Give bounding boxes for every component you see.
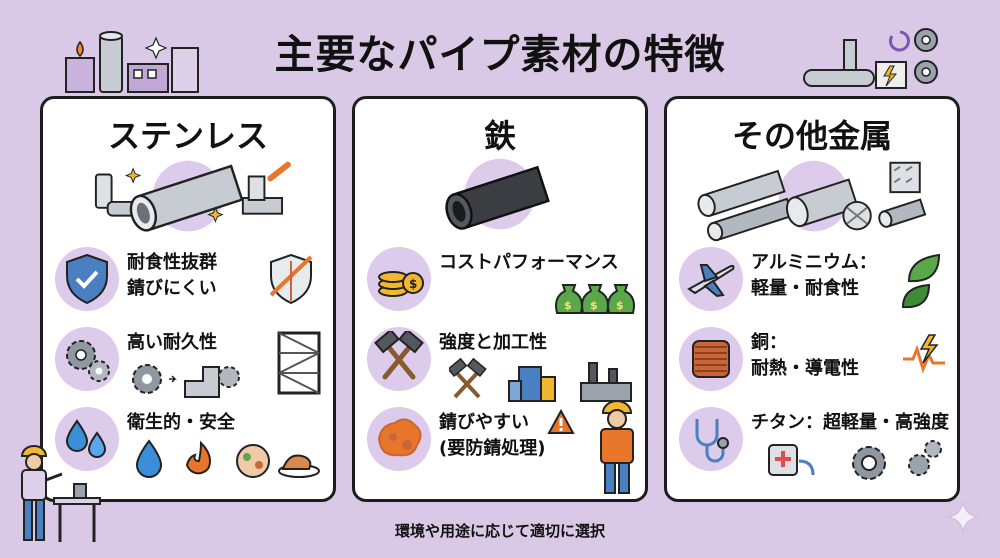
svg-text:$: $	[564, 299, 572, 312]
stethoscope-icon	[695, 419, 729, 463]
crossed-hammers-icon	[374, 331, 424, 380]
panel-stainless: ステンレス 耐食性抜群 錆びにくい	[40, 96, 336, 502]
worker-icon	[600, 400, 634, 494]
svg-text:$: $	[590, 299, 598, 312]
warning-icon	[547, 409, 575, 434]
pipe-fitting-icon	[132, 364, 240, 398]
row-label: チタン：超軽量・高強度	[751, 412, 949, 433]
gears-illustration-right	[803, 28, 938, 89]
iron-row-cost: $ コストパフォーマンス $ $ $	[365, 247, 641, 325]
steel-frame-icon	[277, 331, 321, 395]
money-bags-icon: $ $ $	[555, 284, 635, 314]
iron-row-strength: 強度と加工性	[365, 327, 641, 405]
medical-gear-icons	[768, 440, 942, 480]
stainless-row-hygiene: 衛生的・安全	[53, 407, 329, 485]
water-drops-icon	[65, 419, 107, 458]
other-row-aluminum: アルミニウム： 軽量・耐食性	[677, 247, 953, 325]
iron-row-rust: 錆びやすい (要防錆処理)	[365, 400, 641, 494]
coins-icon: $	[378, 271, 424, 297]
shield-check-icon	[66, 253, 108, 305]
row-label: 銅：	[751, 332, 787, 353]
row-label: コストパフォーマンス	[439, 252, 619, 273]
airplane-icon	[687, 264, 735, 298]
panel-title: 鉄	[483, 117, 516, 155]
factory-illustration-left	[65, 31, 199, 93]
food-safety-icons	[135, 439, 320, 478]
iron-pipe-hero-icon	[445, 158, 550, 230]
stainless-row-corrosion: 耐食性抜群 錆びにくい	[53, 247, 329, 325]
row-label: 強度と加工性	[439, 332, 547, 353]
svg-text:$: $	[616, 299, 624, 312]
page-title: 主要なパイプ素材の特徴	[274, 32, 726, 78]
row-sublabel: 錆びにくい	[127, 278, 217, 299]
row-label: アルミニウム：	[751, 252, 877, 273]
sparkle-icon	[947, 501, 979, 533]
broken-shield-icon	[269, 253, 313, 305]
footer-caption: 環境や用途に応じて適切に選択	[394, 522, 605, 540]
panel-other-metals: その他金属 アルミニウム： 軽量・耐食性	[664, 96, 960, 502]
stainless-pipe-hero-icon	[94, 160, 291, 232]
other-row-titanium: チタン：超軽量・高強度	[677, 407, 953, 485]
industrial-buildings-icon	[449, 357, 632, 402]
row-sublabel: (要防錆処理)	[439, 438, 546, 459]
leaves-icon	[901, 253, 941, 309]
row-label: 錆びやすい	[439, 412, 529, 433]
panel-title: ステンレス	[107, 117, 268, 155]
various-pipes-hero-icon	[697, 160, 927, 242]
panel-iron: 鉄 $ コストパフォーマンス $ $ $	[352, 96, 648, 502]
row-sublabel: 軽量・耐食性	[751, 278, 859, 299]
svg-text:$: $	[409, 277, 417, 291]
row-sublabel: 耐熱・導電性	[751, 358, 859, 379]
gears-icon	[66, 340, 110, 382]
row-label: 高い耐久性	[127, 332, 217, 353]
stainless-row-durability: 高い耐久性	[53, 327, 329, 405]
copper-coil-icon	[692, 340, 730, 378]
panel-title: その他金属	[731, 117, 892, 155]
rust-stain-icon	[377, 418, 422, 457]
row-label: 耐食性抜群	[127, 252, 217, 273]
worker-workbench-illustration	[20, 445, 101, 542]
lightning-icon	[903, 334, 945, 374]
other-row-copper: 銅： 耐熱・導電性	[677, 327, 953, 405]
row-label: 衛生的・安全	[127, 412, 235, 433]
